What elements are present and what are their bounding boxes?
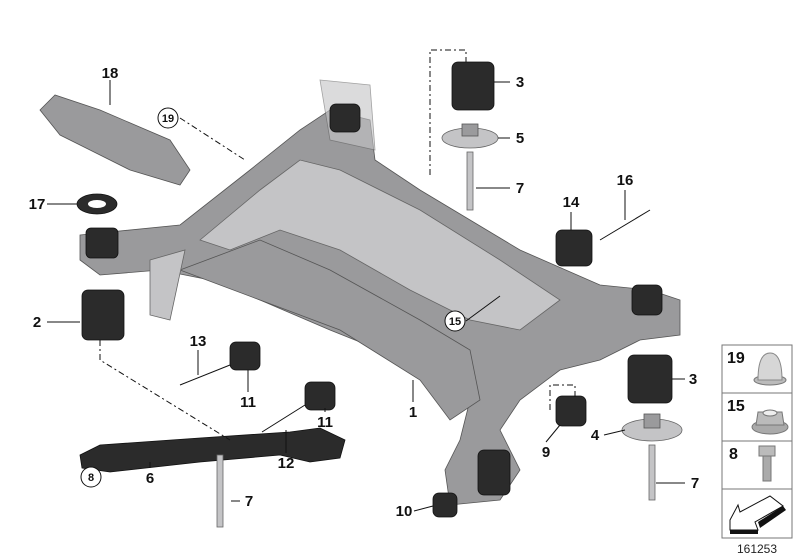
callout-1: 1	[409, 404, 417, 421]
rear-axle-subframe[interactable]	[79, 79, 681, 506]
hex-bolt-icon	[758, 445, 776, 482]
legend-number-8: 8	[729, 446, 738, 463]
bushing-10[interactable]	[432, 492, 458, 518]
bushing-14[interactable]	[555, 229, 593, 267]
support-5[interactable]	[441, 123, 499, 149]
hex-collar-nut-icon	[751, 409, 789, 435]
bushing-rear-right	[329, 103, 663, 496]
callout-16: 16	[617, 172, 634, 189]
support-4[interactable]	[621, 413, 683, 442]
callout-7-right: 7	[691, 475, 699, 492]
callout-3-lower: 3	[689, 371, 697, 388]
callout-17: 17	[29, 196, 46, 213]
callout-7-left: 7	[245, 493, 253, 510]
legend-number-19: 19	[727, 350, 745, 367]
bushing-3-lower[interactable]	[627, 354, 673, 404]
callout-14: 14	[563, 194, 580, 211]
callout-2: 2	[33, 314, 41, 331]
callout-18: 18	[102, 65, 119, 82]
callout-13: 13	[190, 333, 207, 350]
leader-lines	[47, 49, 685, 512]
heat-shield-18[interactable]	[39, 94, 191, 186]
callout-3-upper: 3	[516, 74, 524, 91]
callout-15: 15	[449, 316, 461, 328]
callout-12: 12	[278, 455, 295, 472]
bolts[interactable]	[179, 151, 656, 528]
bushing-11a[interactable]	[229, 341, 261, 371]
cap-nut-icon	[753, 352, 787, 386]
callout-5: 5	[516, 130, 524, 147]
bushing-11b[interactable]	[304, 381, 336, 411]
callout-11a: 11	[240, 394, 256, 411]
washer-17[interactable]	[76, 193, 118, 215]
link-arm-6[interactable]	[79, 427, 346, 473]
callout-8: 8	[88, 472, 94, 484]
direction-arrow-icon	[729, 495, 786, 534]
legend-panel: 19 15 8 161253	[721, 344, 793, 556]
callout-6: 6	[146, 470, 154, 487]
callout-10: 10	[396, 503, 413, 520]
legend-number-15: 15	[727, 398, 745, 415]
callout-11b: 11	[317, 414, 333, 431]
callout-4: 4	[591, 427, 600, 444]
callout-7-top: 7	[516, 180, 524, 197]
bushing-9[interactable]	[555, 395, 587, 427]
diagram-reference-number: 161253	[737, 542, 777, 556]
bushing-2[interactable]	[81, 227, 125, 341]
callout-19: 19	[162, 113, 174, 125]
callout-9: 9	[542, 444, 550, 461]
callouts: 18 19 17 2 13 11 11 12 1 6 8 7 10 9 4 7 …	[29, 65, 700, 520]
bushing-3-upper[interactable]	[451, 61, 495, 111]
